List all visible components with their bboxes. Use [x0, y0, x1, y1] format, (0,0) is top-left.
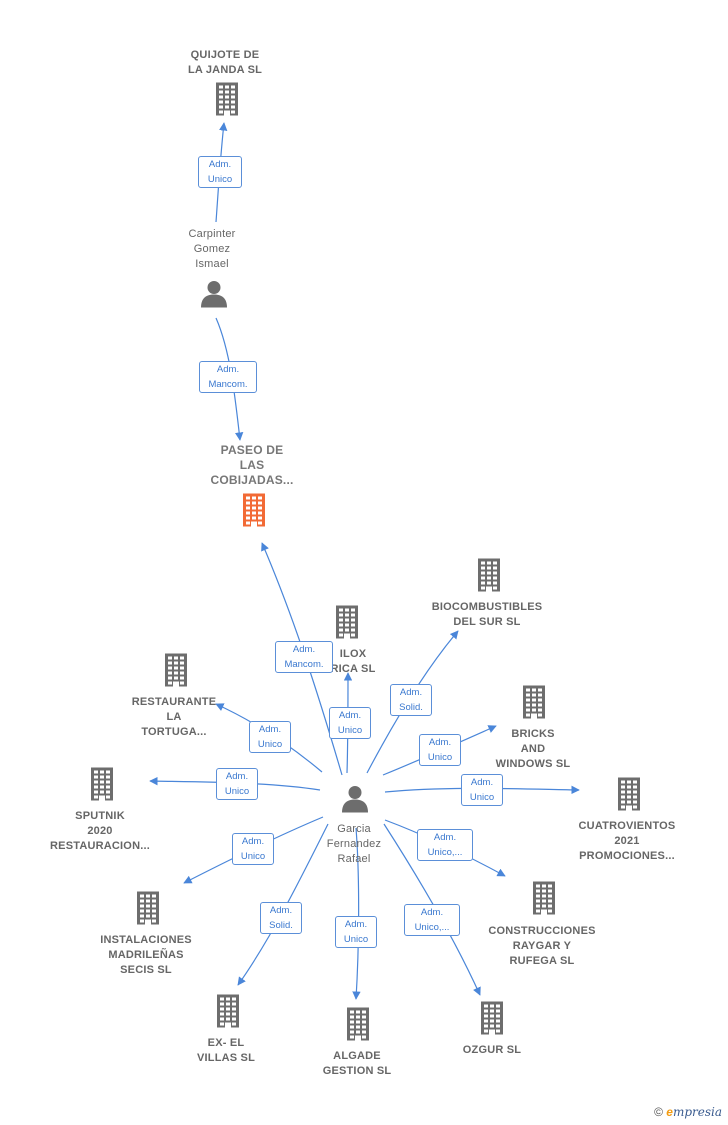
node-label-bricks[interactable]: BRICKS AND WINDOWS SL [495, 728, 571, 770]
node-label-restaurante[interactable]: RESTAURANTE LA TORTUGA... [131, 696, 217, 738]
role-badge-garcia-ilox: Adm. Unico [329, 707, 371, 739]
node-label-biocombustibles[interactable]: BIOCOMBUSTIBLES DEL SUR SL [431, 601, 543, 628]
node-label-exel[interactable]: EX- EL VILLAS SL [196, 1037, 256, 1064]
node-label-carpinter[interactable]: Carpinter Gomez Ismael [188, 228, 236, 270]
node-label-algade[interactable]: ALGADE GESTION SL [322, 1050, 392, 1077]
role-badge-garcia-bricks: Adm. Unico [419, 734, 461, 766]
footer-brand: © empresia [654, 1105, 722, 1119]
node-label-paseo[interactable]: PASEO DE LAS COBIJADAS... [210, 443, 294, 487]
role-badge-garcia-paseo: Adm. Mancom. [275, 641, 333, 673]
node-label-garcia[interactable]: Garcia Fernandez Rafael [326, 823, 382, 865]
building-icon-construcciones[interactable] [529, 880, 559, 921]
building-icon-quijote[interactable] [212, 81, 242, 122]
building-icon-paseo[interactable] [239, 492, 269, 533]
building-icon-ozgur[interactable] [477, 1000, 507, 1041]
node-label-ilox[interactable]: ILOX RICA SL [330, 648, 376, 675]
node-label-quijote[interactable]: QUIJOTE DE LA JANDA SL [187, 49, 263, 76]
node-label-instalaciones[interactable]: INSTALACIONES MADRILEÑAS SECIS SL [100, 934, 192, 976]
building-icon-sputnik[interactable] [87, 766, 117, 807]
role-badge-carpinter-paseo: Adm. Mancom. [199, 361, 257, 393]
role-badge-garcia-exel: Adm. Solid. [260, 902, 302, 934]
role-badge-garcia-ozgur: Adm. Unico,... [404, 904, 460, 936]
person-icon-garcia[interactable] [340, 784, 370, 819]
brand-name: mpresia [672, 1105, 722, 1119]
building-icon-algade[interactable] [343, 1006, 373, 1047]
node-label-construcciones[interactable]: CONSTRUCCIONES RAYGAR Y RUFEGA SL [488, 925, 596, 967]
role-badge-garcia-construcciones: Adm. Unico,... [417, 829, 473, 861]
building-icon-cuatrovientos[interactable] [614, 776, 644, 817]
building-icon-instalaciones[interactable] [133, 890, 163, 931]
role-badge-garcia-sputnik: Adm. Unico [216, 768, 258, 800]
building-icon-restaurante[interactable] [161, 652, 191, 693]
role-badge-garcia-instalaciones: Adm. Unico [232, 833, 274, 865]
role-badge-garcia-cuatrovientos: Adm. Unico [461, 774, 503, 806]
person-icon-carpinter[interactable] [199, 279, 229, 314]
edge-garcia-algade [352, 827, 361, 1000]
node-label-ozgur[interactable]: OZGUR SL [462, 1044, 522, 1056]
building-icon-biocombustibles[interactable] [474, 557, 504, 598]
role-badge-carpinter-quijote: Adm. Unico [198, 156, 242, 188]
building-icon-exel[interactable] [213, 993, 243, 1034]
node-label-cuatrovientos[interactable]: CUATROVIENTOS 2021 PROMOCIONES... [578, 820, 676, 862]
copyright-icon: © [654, 1105, 663, 1119]
role-badge-garcia-restaurante: Adm. Unico [249, 721, 291, 753]
role-badge-garcia-algade: Adm. Unico [335, 916, 377, 948]
brand-logo-e: e [666, 1105, 673, 1119]
role-badge-garcia-biocombustibles: Adm. Solid. [390, 684, 432, 716]
building-icon-ilox[interactable] [332, 604, 362, 645]
node-label-sputnik[interactable]: SPUTNIK 2020 RESTAURACION... [50, 810, 150, 852]
building-icon-bricks[interactable] [519, 684, 549, 725]
